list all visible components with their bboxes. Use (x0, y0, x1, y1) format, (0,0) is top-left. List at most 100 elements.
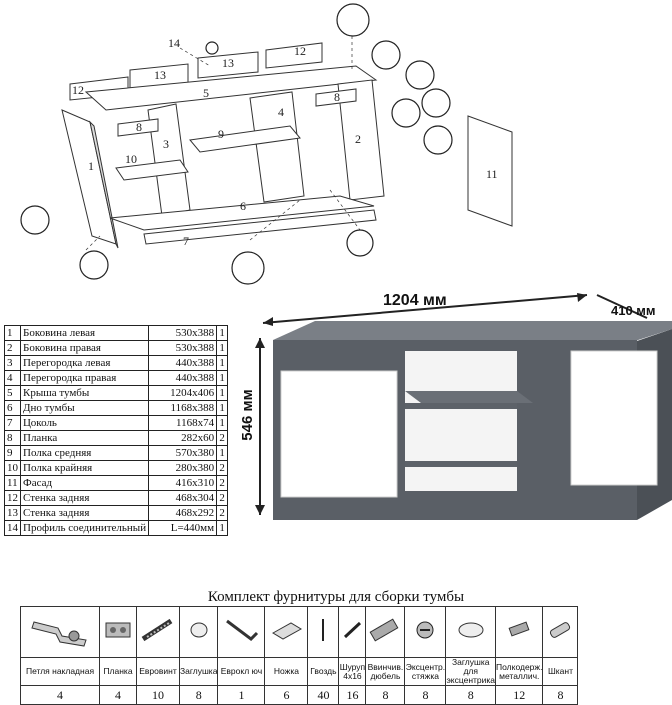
callout-5: 5 (203, 86, 209, 100)
mounting-plate-icon (99, 606, 137, 658)
hex-key-icon (217, 606, 266, 658)
hardware-qty: 8 (178, 685, 219, 705)
detail-dowel (346, 229, 374, 257)
part-n: 14 (4, 520, 21, 536)
hardware-name: Евровинт (136, 657, 180, 686)
part-name: Планка (19, 430, 150, 446)
screw-icon (338, 606, 367, 658)
callout-2: 2 (355, 132, 361, 146)
shelf-middle (189, 125, 301, 153)
cap-icon (178, 606, 219, 658)
part-size: 530x388 (148, 340, 218, 356)
hardware-name: Шуруп 4x16 (338, 657, 367, 686)
part-size: 530x388 (148, 325, 218, 341)
facade-right (570, 350, 658, 486)
callout-3: 3 (163, 137, 169, 151)
leg-icon (264, 606, 309, 658)
hardware-qty: 8 (404, 685, 447, 705)
part-qty: 2 (216, 430, 229, 446)
detail-euro-screw (20, 205, 50, 235)
hardware-name: Заглушка для эксцентрика (445, 657, 497, 686)
dowel-icon (365, 606, 406, 658)
product-render: 1204 мм 410 мм 546 мм (239, 292, 672, 520)
detail-hinge-c (423, 125, 453, 155)
part-size: 1168x388 (148, 400, 218, 416)
middle-shelf (405, 403, 517, 409)
plate-8-left (117, 118, 159, 137)
part-qty: 1 (216, 340, 229, 356)
part-qty: 1 (216, 355, 229, 371)
wood-dowel-icon (542, 606, 579, 658)
hardware-name: Гвоздь (307, 657, 340, 686)
back-panel-13-right (197, 51, 259, 79)
part-n: 3 (4, 355, 21, 371)
part-size: 1204x406 (148, 385, 218, 401)
part-qty: 1 (216, 415, 229, 431)
hardware-qty: 4 (99, 685, 137, 705)
shelf-support-icon (495, 606, 544, 658)
detail-hinge-b (421, 88, 451, 118)
hardware-name: Заглушка (178, 657, 219, 686)
hardware-qty: 12 (495, 685, 544, 705)
cam-cap-icon (445, 606, 497, 658)
part-size: 282x60 (148, 430, 218, 446)
detail-hinge-a (391, 98, 421, 128)
part-n: 1 (4, 325, 21, 341)
euro-screw-icon (136, 606, 180, 658)
open-compartment (405, 351, 517, 491)
detail-screw-bottom (231, 251, 265, 285)
partition-right (249, 91, 305, 203)
callout-13a: 13 (154, 68, 166, 82)
part-n: 12 (4, 490, 21, 506)
hardware-qty: 8 (542, 685, 579, 705)
hardware-name: Петля накладная (20, 657, 100, 686)
part-size: 440x388 (148, 355, 218, 371)
hardware-qty: 8 (445, 685, 497, 705)
detail-profile (205, 41, 219, 55)
part-size: 1168x74 (148, 415, 218, 431)
part-size: 570x380 (148, 445, 218, 461)
part-n: 10 (4, 460, 21, 476)
bottom-panel (109, 195, 375, 231)
part-n: 8 (4, 430, 21, 446)
callout-10: 10 (125, 152, 137, 166)
hardware-name: Шкант (542, 657, 579, 686)
depth-dimension: 410 мм (611, 303, 656, 318)
width-dimension-line (262, 294, 588, 324)
part-n: 5 (4, 385, 21, 401)
part-qty: 1 (216, 370, 229, 386)
facade-panel (467, 115, 513, 227)
hardware-qty: 1 (217, 685, 266, 705)
hardware-qty: 10 (136, 685, 180, 705)
callout-6: 6 (240, 199, 246, 213)
callout-9: 9 (218, 127, 224, 141)
hardware-name: Ножка (264, 657, 309, 686)
part-size: 280x380 (148, 460, 218, 476)
part-name: Перегородка правая (19, 370, 150, 386)
detail-screw (405, 60, 435, 90)
height-dimension: 546 мм (239, 389, 256, 440)
callout-13b: 13 (222, 56, 234, 70)
part-qty: 1 (216, 385, 229, 401)
part-name: Крыша тумбы (19, 385, 150, 401)
part-name: Перегородка левая (19, 355, 150, 371)
part-n: 7 (4, 415, 21, 431)
part-name: Стенка задняя (19, 490, 150, 506)
hardware-qty: 4 (20, 685, 100, 705)
part-qty: 1 (216, 520, 229, 536)
callout-12a: 12 (72, 83, 84, 97)
callout-7: 7 (183, 234, 189, 248)
part-name: Полка средняя (19, 445, 150, 461)
hardware-name: Еврокл юч (217, 657, 266, 686)
part-size: L=440мм (148, 520, 218, 536)
back-panel-12-right (265, 42, 323, 69)
part-name: Цоколь (19, 415, 150, 431)
shelf-side (115, 159, 189, 181)
